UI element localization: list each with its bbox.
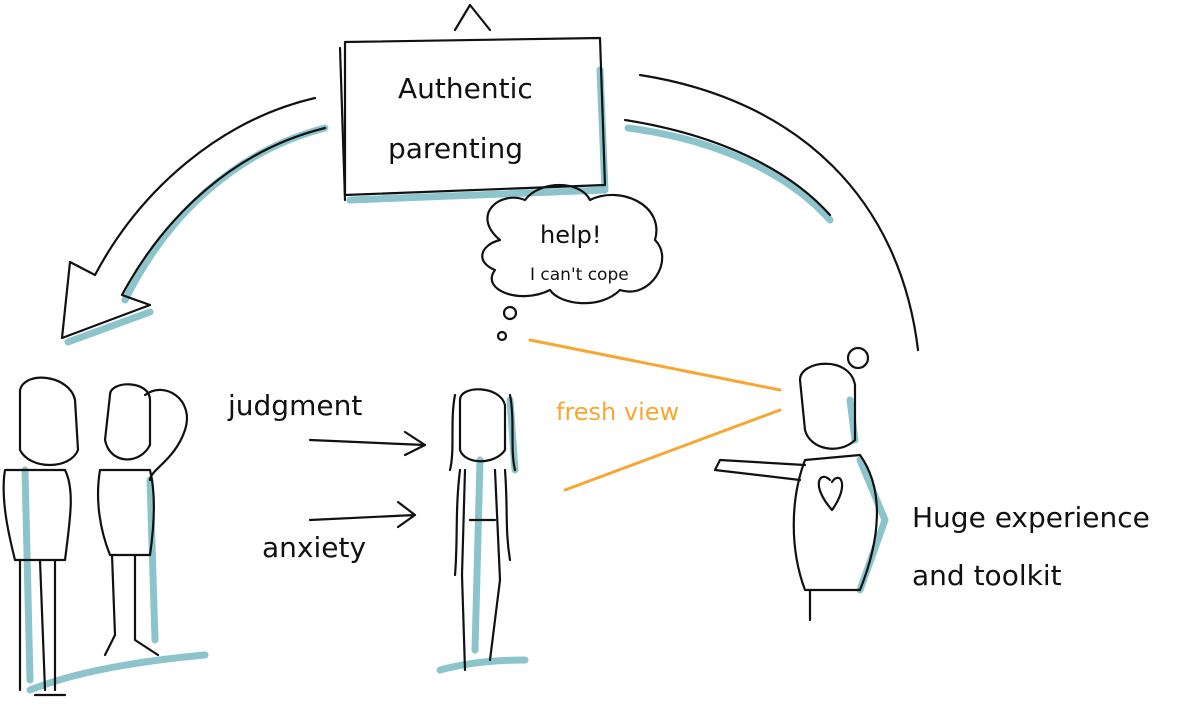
anxious-parent-figure	[436, 388, 529, 674]
fresh-view-lines: fresh view	[528, 338, 782, 492]
thought-bubble: help! I can't cope	[481, 183, 664, 342]
bubble-line-1: help!	[540, 221, 602, 249]
bubble-line-2: I can't cope	[530, 265, 629, 285]
sign-line-1: Authentic	[398, 72, 533, 105]
expert-line-2: and toolkit	[912, 559, 1062, 592]
right-arc	[623, 73, 920, 352]
anxiety-label: anxiety	[262, 531, 366, 564]
expert-line-1: Huge experience	[912, 501, 1150, 534]
authentic-parenting-sign: Authentic parenting	[338, 3, 609, 204]
judgment-arrow	[308, 430, 427, 457]
sign-line-2: parenting	[388, 132, 523, 165]
judgment-label: judgment	[227, 389, 362, 422]
parents-figures	[2, 376, 209, 697]
anxiety-arrow	[308, 500, 417, 529]
expert-figure	[713, 346, 889, 622]
left-arrow-arc	[60, 96, 329, 346]
fresh-view-label: fresh view	[556, 398, 679, 426]
